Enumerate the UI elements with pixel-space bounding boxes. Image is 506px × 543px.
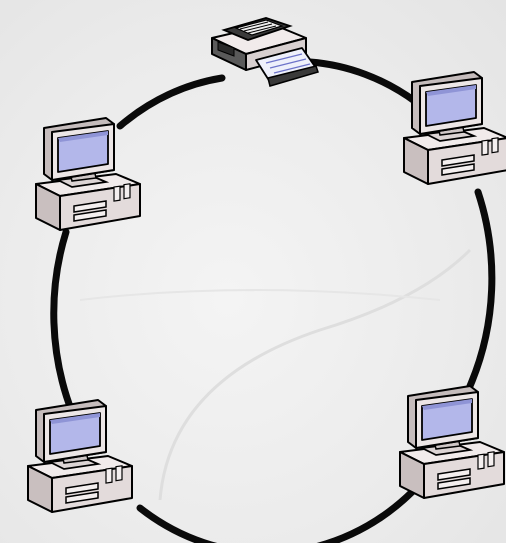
desktop-computer-icon	[28, 400, 132, 512]
desktop-computer-icon	[36, 118, 140, 230]
printer-icon	[212, 18, 318, 86]
ring-segment-top-right-printer	[310, 62, 416, 102]
background-swoosh	[80, 290, 440, 300]
ring-segment-bottom-left-bottom-right	[140, 492, 412, 543]
desktop-computer-icon	[404, 72, 506, 184]
ring-segment-bottom-right-top-right	[470, 192, 492, 386]
desktop-computer-icon	[400, 386, 504, 498]
ring-segment-top-left-bottom-left	[54, 232, 72, 412]
ring-segment-printer-top-left	[120, 78, 222, 126]
